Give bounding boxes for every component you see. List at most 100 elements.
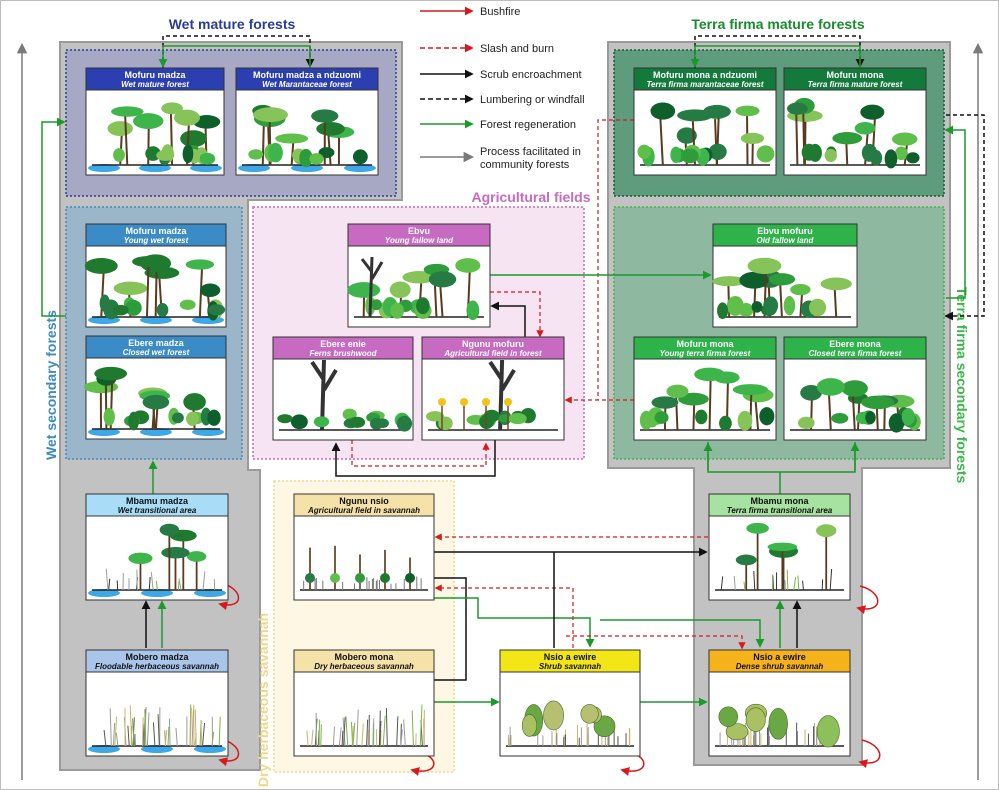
- node-english-name: Closed terra firma forest: [809, 349, 902, 358]
- agri-savannah-to-dry-herb-scrub: [434, 577, 467, 681]
- node-local-name: Ebere enie: [320, 339, 366, 349]
- vegetation-illustration: [277, 359, 413, 432]
- vegetation-illustration: [84, 254, 226, 324]
- node-english-name: Floodable herbaceous savannah: [95, 662, 219, 671]
- legend-scrub-label: Scrub encroachment: [480, 69, 582, 81]
- legend-lumbering-label: Lumbering or windfall: [480, 94, 585, 106]
- legend-community-label: Process facilitated in: [480, 146, 581, 158]
- legend-regeneration-label: Forest regeneration: [480, 119, 576, 131]
- node-card-header: [272, 336, 414, 360]
- group-title-terra-secondary: Terra firma secondary forests: [954, 287, 970, 484]
- vegetation-illustration: [238, 104, 376, 172]
- vegetation-illustration: [88, 523, 226, 597]
- node-local-name: Ebere mona: [829, 339, 882, 349]
- vegetation-illustration: [715, 522, 844, 591]
- terra-secondary-to-mature-regen: [944, 125, 966, 299]
- group-title-dry-savannah: Dry herbaceous savannah: [255, 613, 271, 787]
- node-local-name: Nsio a ewire: [753, 652, 806, 662]
- node-card-header: [85, 223, 227, 247]
- node-local-name: Ebvu: [408, 226, 430, 236]
- node-english-name: Agricultural field in savannah: [307, 506, 420, 515]
- node-card-header: [499, 649, 641, 673]
- vegetation-illustration: [425, 359, 558, 431]
- vegetation-illustration: [506, 700, 634, 747]
- legend: Bushfire Slash and burn Scrub encroachme…: [420, 6, 585, 171]
- group-title-wet-secondary: Wet secondary forests: [43, 310, 59, 460]
- vegetation-illustration: [787, 97, 920, 169]
- node-card-header: [235, 67, 379, 91]
- node-english-name: Terra firma mature forest: [808, 80, 903, 89]
- node-local-name: Mbamu madza: [126, 496, 189, 506]
- node-card-header: [85, 335, 227, 359]
- dense-shrub-bushfire-loop: [858, 739, 881, 768]
- shrub-to-dense-regen: [600, 619, 765, 648]
- node-card-header: [85, 493, 229, 517]
- node-local-name: Ebere madza: [128, 338, 185, 348]
- node-local-name: Ngunu mofuru: [462, 339, 524, 349]
- node-card-header: [783, 67, 927, 91]
- wet-mature-regen-loop: [158, 45, 311, 68]
- node-local-name: Ngunu nsio: [339, 496, 389, 506]
- node-local-name: Mobero madza: [125, 652, 189, 662]
- node-card-header: [293, 493, 435, 517]
- node-english-name: Dry herbaceous savannah: [314, 662, 414, 671]
- node-card-header: [85, 67, 225, 91]
- legend-slash-label: Slash and burn: [480, 43, 554, 55]
- node-card-header: [708, 649, 851, 673]
- vegetation-illustration: [712, 257, 852, 320]
- vegetation-illustration: [83, 366, 224, 436]
- agri-savannah-to-shrub-regen: [434, 597, 595, 648]
- node-card-header: [783, 336, 927, 360]
- node-english-name: Agricultural field in forest: [443, 349, 542, 358]
- node-english-name: Terra firma marantaceae forest: [646, 80, 763, 89]
- legend-community-label-2: community forests: [480, 159, 570, 171]
- node-card-header: [347, 223, 491, 247]
- node-local-name: Nsio a ewire: [544, 652, 597, 662]
- node-card-header: [633, 336, 777, 360]
- terra-mature-regen-loop: [690, 45, 861, 68]
- group-title-terra-mature: Terra firma mature forests: [691, 16, 864, 32]
- node-card-header: [293, 649, 435, 673]
- node-english-name: Wet transitional area: [118, 506, 197, 515]
- agri-forest-to-ferns-scrub: [331, 440, 496, 477]
- wet-secondary-to-mature-regen: [41, 117, 66, 317]
- node-card-header: [85, 649, 229, 673]
- node-card-header: [712, 223, 858, 247]
- young-fallow-slash-to-agri: [490, 291, 544, 338]
- ferns-to-agri-slash: [351, 440, 490, 467]
- node-local-name: Mofuru mona: [677, 339, 735, 349]
- node-card-header: [708, 493, 851, 517]
- agri-to-dense-shrub-slash: [566, 635, 746, 650]
- node-english-name: Old fallow land: [757, 236, 815, 245]
- node-local-name: Ebvu mofuru: [757, 226, 813, 236]
- node-english-name: Dense shrub savannah: [736, 662, 824, 671]
- node-local-name: Mbamu mona: [750, 496, 809, 506]
- vegetation-illustration: [300, 545, 428, 591]
- node-english-name: Young fallow land: [385, 236, 454, 245]
- vegetation-illustration: [790, 378, 921, 433]
- vegetation-illustration: [347, 256, 484, 321]
- node-local-name: Mofuru madza a ndzuomi: [253, 70, 361, 80]
- vegetation-illustration: [639, 367, 775, 431]
- vegetation-illustration: [88, 704, 226, 753]
- group-title-agricultural: Agricultural fields: [471, 189, 590, 205]
- node-english-name: Young wet forest: [124, 236, 189, 245]
